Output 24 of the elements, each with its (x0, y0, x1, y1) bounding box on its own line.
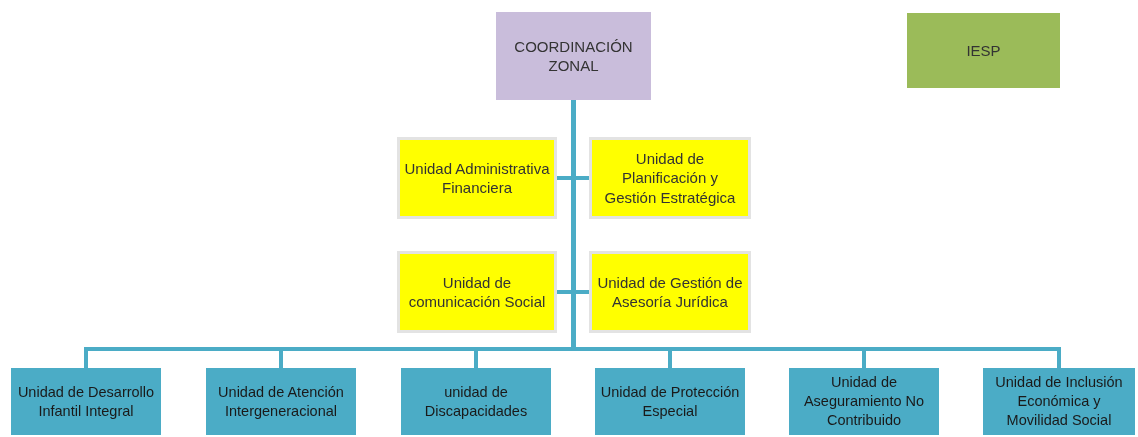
unit-box (206, 368, 356, 435)
unit-box (595, 368, 745, 435)
box-label: unidad de Discapacidades (423, 382, 529, 421)
box-label: Unidad Administrativa Financiera (404, 158, 550, 198)
box-label: Unidad de Planificación y Gestión Estratégica (603, 148, 737, 208)
unit-box (983, 368, 1135, 435)
box-label: Unidad de Gestión de Asesoría Jurídica (596, 272, 744, 312)
unit-box (401, 368, 551, 435)
box-label: Unidad de Atención Intergeneracional (217, 382, 345, 421)
unit-box (789, 368, 939, 435)
support-unit-box (397, 137, 557, 219)
box-label: Unidad de comunicación Social (407, 272, 547, 312)
box-label: Unidad de Aseguramiento No Contribuido (802, 373, 926, 430)
box-label: Unidad de Inclusión Económica y Movilidad Social (994, 373, 1124, 430)
box-label: Unidad de Desarrollo Infantil Integral (16, 382, 156, 421)
support-unit-box (589, 137, 751, 219)
org-box (907, 13, 1060, 88)
box-label: Unidad de Protección Especial (599, 382, 741, 421)
box-label: COORDINACIÓN ZONAL (513, 36, 634, 76)
box-label: IESP (966, 40, 1001, 61)
coordination-box (496, 12, 651, 100)
unit-box (11, 368, 161, 435)
support-unit-box (589, 251, 751, 333)
support-unit-box (397, 251, 557, 333)
